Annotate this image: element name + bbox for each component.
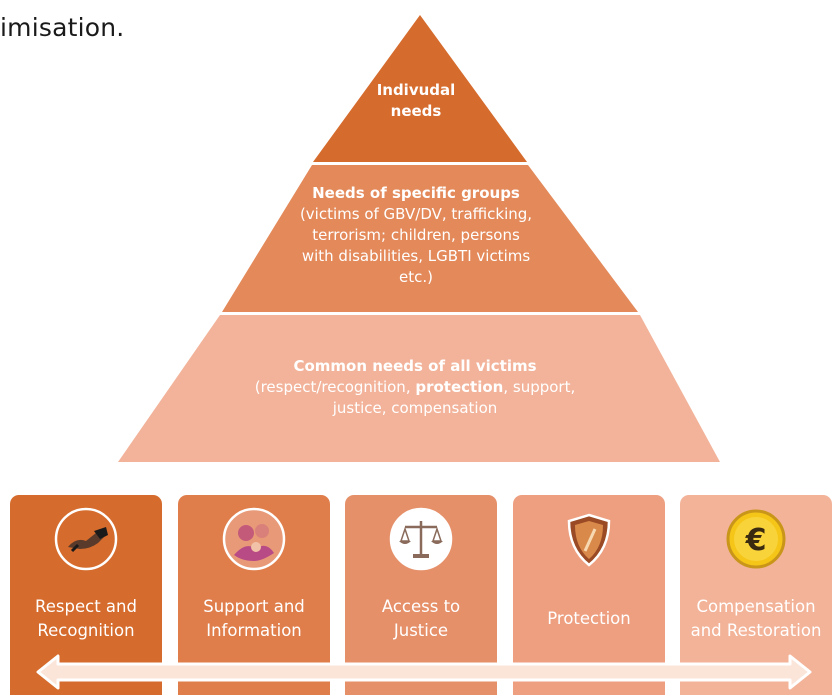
pyramid-tier-common-needs: [118, 315, 720, 462]
svg-text:€: €: [745, 523, 767, 558]
tier1-label: Indivudal needs: [376, 81, 456, 120]
support-people-icon: [222, 507, 286, 571]
euro-coin-icon: €: [724, 507, 788, 571]
box-label: Protection: [547, 609, 631, 628]
double-arrow: [36, 654, 812, 690]
needs-pyramid: [118, 15, 720, 462]
scales-icon: [389, 507, 453, 571]
box-protection: Protection: [513, 495, 665, 695]
pyramid-tier-specific-groups: [222, 165, 638, 312]
tier2-label: Needs of specific groups (victims of GBV…: [299, 184, 533, 286]
tier3-label: Common needs of all victims (respect/rec…: [254, 357, 576, 417]
handshake-icon: [54, 507, 118, 571]
pyramid-tier-individual: [313, 15, 527, 162]
truncated-heading-text: imisation.: [0, 13, 125, 42]
shield-icon: [557, 507, 621, 571]
